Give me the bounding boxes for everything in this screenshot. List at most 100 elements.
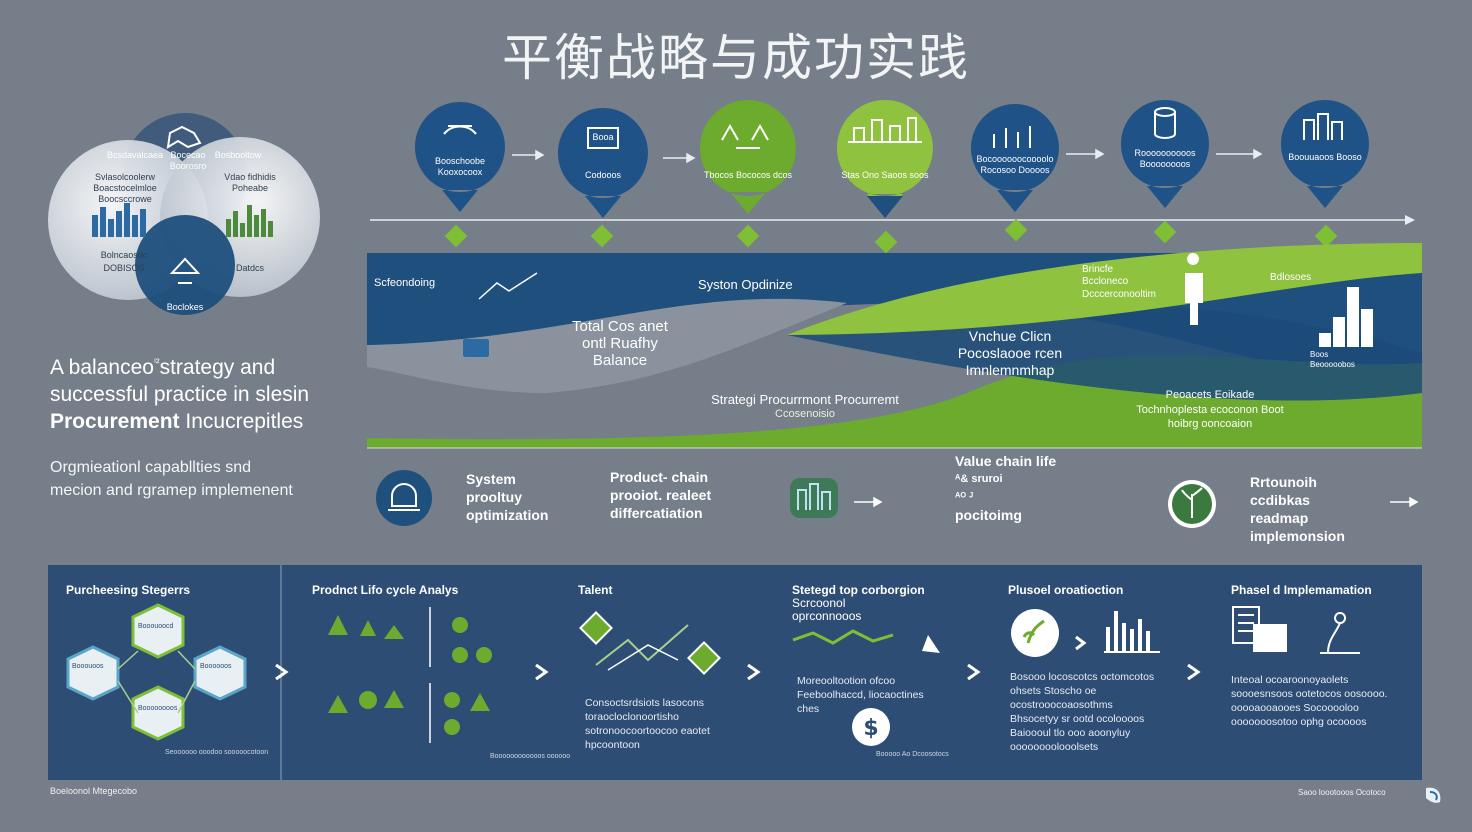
plant-icon	[1168, 480, 1216, 528]
middle-arrow-2	[1390, 496, 1419, 508]
middle-value-line-2: ᴬ& sruroi	[955, 473, 1003, 485]
panel-5-text: Bosooo locoscotcs octomcotos ohsets Stos…	[1010, 671, 1155, 753]
middle-roadmap-line-3: readmap	[1250, 510, 1309, 526]
wave-gray-center	[367, 298, 847, 393]
panel-6-title: Phasel d Implemamation	[1231, 583, 1372, 597]
wave-trend-arrow	[478, 272, 538, 300]
venn-bottom-label: Boclokes	[166, 302, 204, 312]
panel-4-title-2: Scrcoonol	[792, 596, 846, 610]
panel-5-title: Plusoel oroatioction	[1008, 583, 1124, 597]
wave-person-icon	[1185, 253, 1203, 325]
wave-strategic-line-1: Strategi Procurrmont Procurremt	[711, 392, 899, 407]
venn-left-mid-label-3: Boocsccrowe	[98, 194, 152, 204]
footer-right: Saoo loootooos Ocotoco	[1298, 788, 1386, 797]
wave-right-top-1: Brincfe	[1082, 264, 1114, 275]
wave-right-low-1: Peoacets Eoikade	[1165, 389, 1255, 401]
panel-4-title-3: oprconnooos	[792, 609, 862, 623]
venn-handshake-icon	[166, 125, 202, 149]
wave-right-top-4: Bdlosoes	[1270, 272, 1312, 283]
middle-value-line-3: ᴬᴼ ᴶ	[955, 491, 974, 503]
venn-circle-bottom	[135, 215, 235, 315]
wave-bar-chart-right	[1319, 287, 1373, 347]
middle-product-label: Product- chain prooiot. realeet differca…	[610, 468, 711, 522]
wave-value-chain-line-2: Pocoslaooe rcen	[957, 345, 1063, 361]
middle-system-line-1: System	[466, 471, 516, 487]
panel-4-title: Stetegd top corborgion	[792, 583, 925, 597]
venn-left-mid-label-2: Boacstocelmloe	[93, 183, 157, 193]
wave-right-low-3: hoibrg ooncoaion	[1167, 418, 1253, 430]
middle-value-line-4: pocitoimg	[955, 507, 1022, 523]
middle-system-label: System prooltuy optimization	[466, 470, 548, 524]
panel-1-hex-label-4: Boooooooos	[138, 705, 178, 712]
wave-strategic-line-2: Ccosenoisio	[775, 408, 835, 420]
wave-value-chain-line-1: Vnchue Clicn	[968, 328, 1052, 344]
venn-bar-chart-right	[226, 205, 273, 237]
venn-bar-chart-left	[92, 203, 146, 237]
middle-arrow-1	[854, 496, 883, 508]
wave-right-low-2: Tochnhoplesta ecoconon Boot	[1136, 404, 1284, 416]
pin-3-label: Tbocos Bococos dcos	[703, 170, 793, 180]
venn-left-bottom-label-1: Bolncaosdc	[100, 250, 148, 260]
middle-value-chain-label: Value chain life ᴬ& sruroi ᴬᴼ ᴶ pocitoim…	[955, 452, 1056, 524]
venn-scale-icon	[169, 257, 201, 284]
talent-diamonds	[579, 611, 721, 675]
panel-arrows	[275, 663, 1201, 681]
venn-right-mid-label-2: Poheabe	[231, 183, 269, 193]
wave-system-label: Syston Opdinize	[698, 277, 793, 292]
middle-value-line-1: Value chain life	[955, 453, 1057, 469]
svg-text:$: $	[863, 716, 878, 741]
pin-4-label: Stas Ono Saoos soos	[841, 170, 929, 180]
timeline	[370, 100, 1415, 254]
wave-briefcase-icon	[463, 339, 489, 357]
wave-green-right	[367, 243, 1422, 448]
wave-right-top-3: Dcccerconooltim	[1082, 289, 1156, 300]
panel-4-text: Moreooltootion ofcoo Feeboolhaccd, lioca…	[797, 675, 924, 715]
middle-product-line-3: differcatiation	[610, 505, 703, 521]
venn-right-top-label: Bosbooltow	[214, 150, 262, 160]
venn-right-bottom-label: Datdcs	[235, 263, 264, 273]
wave-total-cost-line-2: ontl Ruafhy	[582, 335, 658, 352]
wave-value-chain-line-3: Imnlemnmhap	[965, 362, 1055, 378]
middle-product-line-2: prooiot. realeet	[610, 487, 712, 503]
panel-3-text: Consoctsrdsiots lasocons toraocloclonoor…	[585, 697, 710, 751]
wave-band	[367, 243, 1422, 449]
wave-total-cost-line-1: Total Cos anet	[572, 318, 668, 335]
procurement-chain: $	[792, 629, 940, 746]
venn-center-top-label-2: Boorosro	[169, 161, 207, 171]
hexagon-cluster	[66, 603, 247, 741]
pin-6	[1120, 100, 1209, 244]
venn-left-bottom-label-2: DOBISOS	[103, 263, 145, 273]
page-title: 平衡战略与成功实践	[502, 29, 970, 87]
wave-green-top	[787, 243, 1422, 335]
pin-1-label: Booschoobe Kooxocoox	[434, 156, 486, 177]
dollar-icon	[852, 708, 890, 746]
timeline-step-arrows	[512, 148, 1263, 164]
panel-1-title: Purcheesing Stegerrs	[66, 583, 191, 597]
middle-roadmap-line-2: ccdibkas	[1250, 492, 1310, 508]
venn-left-top-label: Bcsdavalcaea	[106, 150, 164, 160]
pin-4	[836, 100, 933, 254]
footer-left: Boeloonol Mtegecobo	[50, 786, 138, 796]
panel-1-footnote: Seoooooo ooodoo sooooocotoon	[165, 749, 269, 756]
pin-6-label: Roooooooooos Boooooooos	[1134, 148, 1196, 169]
timeline-axis-arrowhead	[1405, 215, 1415, 225]
wave-total-cost-line-3: Balance	[592, 352, 648, 369]
intro-heading-line1: A balanceo	[50, 356, 154, 379]
panel-2-title: Prodnct Lifo cycle Analys	[312, 583, 459, 597]
middle-roadmap-line-4: implemonsion	[1250, 528, 1345, 544]
intro-heading-line2: successful practice in slesin	[50, 383, 310, 406]
pin-2-tag: Booa	[592, 132, 614, 142]
intro-heading-bold: Procurement	[50, 410, 180, 433]
factory-icon	[790, 478, 838, 518]
venn-diagram	[48, 113, 320, 315]
middle-product-line-1: Product- chain	[610, 469, 709, 485]
middle-row-icons	[376, 470, 1419, 528]
optimization-icons	[1011, 609, 1160, 657]
lifecycle-icons	[328, 607, 492, 743]
venn-left-mid-label-1: Svlasolcoolerw	[94, 172, 156, 182]
intro-subtext: Orgmieationl capabllties snd mecion and …	[50, 459, 293, 499]
bottom-panel-graphics: $	[66, 565, 1360, 780]
panel-3-title: Talent	[578, 583, 613, 597]
middle-system-line-2: prooltuy	[466, 489, 522, 505]
footer-logo-icon	[1426, 787, 1441, 803]
